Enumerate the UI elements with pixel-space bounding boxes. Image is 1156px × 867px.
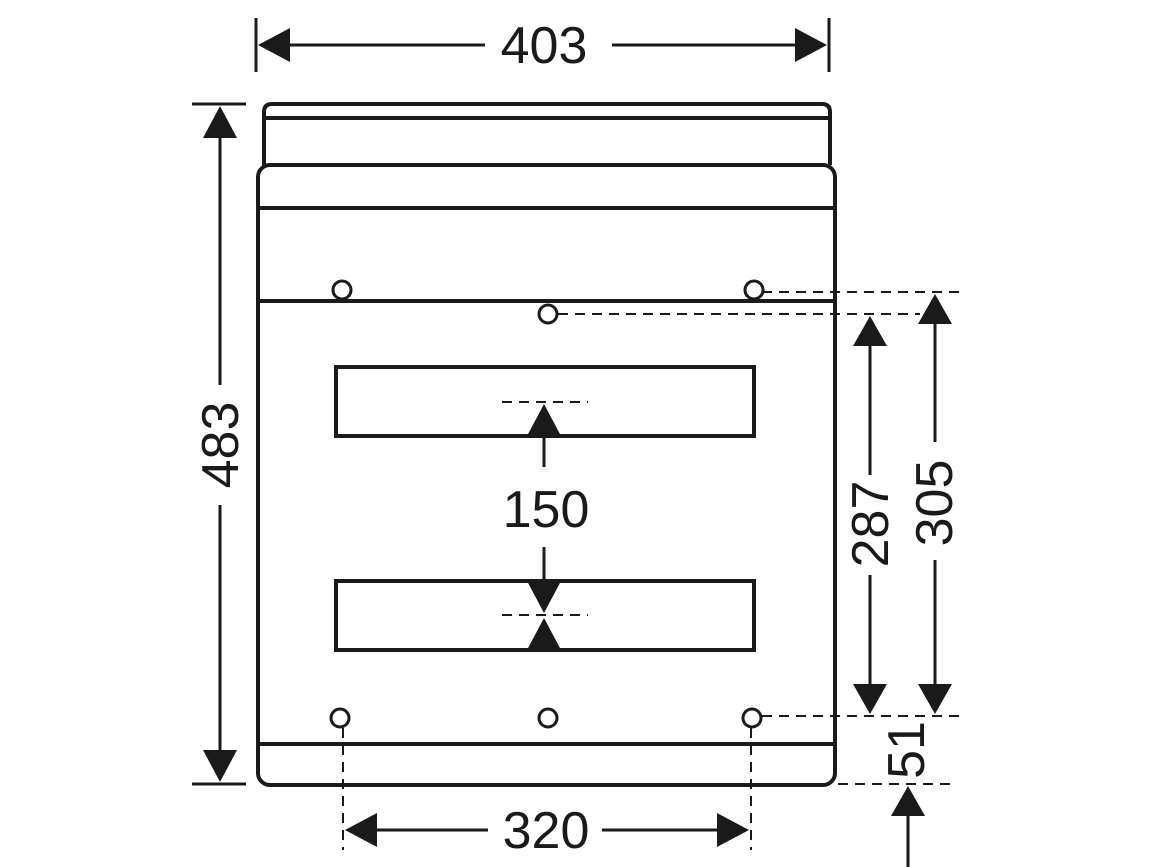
dimension-305: 305 [906,294,964,714]
mounting-hole-bottom-right [741,707,763,729]
arrowhead-483-top [203,106,237,138]
arrowhead-305-top [918,294,952,324]
dim-label-51: 51 [878,721,936,779]
arrowhead-305-bottom [918,684,952,714]
extension-lines [342,291,965,850]
enclosure-lid [262,102,832,165]
dim-label-320: 320 [503,802,590,860]
dimension-rail-spacing: 150 [503,404,590,652]
enclosure-outline [256,102,837,787]
arrowhead-150-lower [527,618,561,650]
dim-label-403: 403 [501,17,588,75]
dim-label-150: 150 [503,481,590,539]
dimension-51: 51 [878,721,936,867]
dimension-hole-spacing: 320 [345,802,749,860]
arrowhead-483-bottom [203,750,237,782]
mounting-hole-top-right [743,279,765,301]
arrowhead-287-top [853,316,887,346]
arrowhead-403-right [795,28,827,62]
dimension-overall-width: 403 [254,17,831,75]
mounting-hole-top-center [537,303,559,325]
dim-label-287: 287 [842,481,900,568]
arrowhead-320-right [717,813,749,847]
arrowhead-150-bottom [527,581,561,613]
arrowhead-287-bottom [853,684,887,714]
arrowhead-150-top [527,404,561,436]
dim-label-483: 483 [192,402,250,489]
dim-label-305: 305 [906,460,964,547]
dimension-overall-height: 483 [192,102,250,786]
arrowhead-403-left [258,28,290,62]
mounting-hole-bottom-left [329,707,351,729]
arrowhead-51-up [891,786,925,816]
mounting-hole-bottom-center [537,707,559,729]
mounting-holes [329,279,765,729]
arrowhead-320-left [345,813,377,847]
enclosure-body [256,163,837,787]
dimension-287: 287 [842,316,900,714]
mounting-hole-top-left [331,279,353,301]
